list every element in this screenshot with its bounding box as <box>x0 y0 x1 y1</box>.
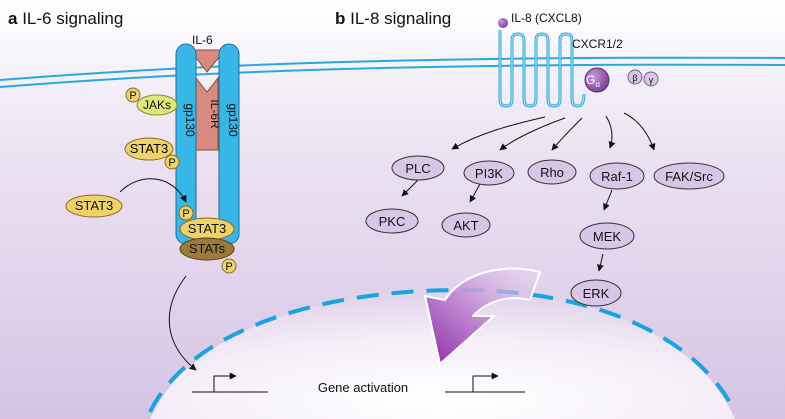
arrow-raf1-to-mek <box>603 189 613 211</box>
dimer-phospho-bottom: P <box>221 258 237 274</box>
arrow-to-plc <box>451 116 546 150</box>
il6r-receptor: IL-6R <box>195 76 222 151</box>
svg-text:PKC: PKC <box>379 214 406 229</box>
node-plc: PLC <box>391 155 445 181</box>
svg-text:JAKs: JAKs <box>143 98 171 112</box>
node-fak-src: FAK/Src <box>653 162 725 190</box>
node-rho: Rho <box>527 159 577 185</box>
stat3-bound-phospho: P <box>164 154 180 170</box>
gp130-right: gp130 <box>218 43 240 245</box>
gene-promoter-right <box>445 372 525 393</box>
svg-text:P: P <box>225 261 232 273</box>
svg-text:FAK/Src: FAK/Src <box>665 169 713 184</box>
svg-text:STATs: STATs <box>189 241 226 256</box>
arrow-to-pi3k <box>499 117 566 151</box>
svg-text:Rho: Rho <box>540 165 564 180</box>
arrow-mek-to-erk <box>597 253 604 272</box>
svg-text:P: P <box>182 208 189 220</box>
svg-text:PLC: PLC <box>405 161 430 176</box>
svg-text:Gα: Gα <box>586 73 600 89</box>
nucleus-entry-arrow <box>424 267 541 365</box>
arrow-to-fak <box>623 112 656 151</box>
node-raf1: Raf-1 <box>589 162 645 190</box>
il8-ligand-shape <box>498 18 508 28</box>
stat3-bound-node: STAT3 <box>124 137 174 161</box>
svg-text:ERK: ERK <box>583 286 610 301</box>
il8-label: IL-8 (CXCL8) <box>511 11 582 25</box>
jaks-phospho: P <box>125 87 141 103</box>
gp130-right-label: gp130 <box>226 103 240 137</box>
stat3-free-node: STAT3 <box>65 194 123 218</box>
pathway-arrows <box>401 112 656 272</box>
cell-membrane <box>0 56 785 88</box>
gene-activation-label: Gene activation <box>318 380 408 395</box>
node-akt: AKT <box>441 212 491 238</box>
cxcr-label: CXCR1/2 <box>572 37 623 51</box>
il6-ligand-shape <box>188 49 227 73</box>
svg-text:PI3K: PI3K <box>475 166 504 181</box>
svg-text:Raf-1: Raf-1 <box>601 169 633 184</box>
jaks-node: JAKs <box>136 94 178 116</box>
svg-text:MEK: MEK <box>593 229 622 244</box>
dimer-to-nucleus-arrow <box>168 275 197 371</box>
nuclear-envelope <box>148 287 737 413</box>
g-alpha-subunit: Gα <box>584 67 610 93</box>
node-pkc: PKC <box>365 208 419 234</box>
svg-text:AKT: AKT <box>453 218 478 233</box>
panel-a-title: a IL-6 signaling <box>8 9 123 28</box>
dimer-stats-node: STATs <box>179 237 235 261</box>
panel-b-title: b IL-8 signaling <box>335 9 451 28</box>
dimer-phospho-top: P <box>178 205 194 221</box>
svg-text:STAT3: STAT3 <box>188 221 227 236</box>
gp130-left-label: gp130 <box>183 103 197 137</box>
arrow-plc-to-pkc <box>401 179 419 197</box>
dimer-stat3-node: STAT3 <box>179 217 235 241</box>
cxcr-receptor-highlight <box>499 30 585 107</box>
svg-text:β: β <box>632 73 637 83</box>
stat3-activation-arrow <box>119 178 187 203</box>
arrow-to-rho <box>551 117 583 151</box>
node-erk: ERK <box>570 279 622 307</box>
svg-text:P: P <box>168 157 175 169</box>
node-mek: MEK <box>579 222 635 250</box>
arrow-pi3k-to-akt <box>469 183 481 203</box>
gene-promoter-left <box>192 372 268 393</box>
svg-text:STAT3: STAT3 <box>75 198 114 213</box>
il6-label: IL-6 <box>192 33 213 47</box>
arrow-to-raf1 <box>605 115 616 149</box>
node-pi3k: PI3K <box>463 160 515 186</box>
svg-text:γ: γ <box>649 75 654 85</box>
svg-text:P: P <box>129 90 136 102</box>
g-gamma-subunit: γ <box>643 71 659 87</box>
svg-text:STAT3: STAT3 <box>130 141 169 156</box>
g-beta-subunit: β <box>627 69 643 85</box>
